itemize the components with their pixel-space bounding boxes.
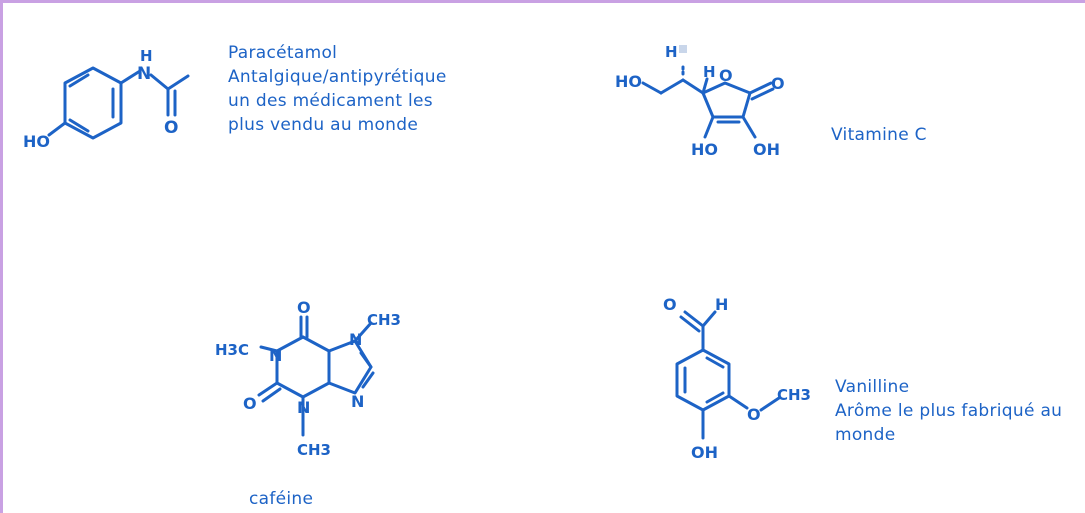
paracetamol-atom-n: N xyxy=(137,64,151,84)
paracetamol-line-3: un des médicament les xyxy=(228,91,433,111)
vanillin-atom-ch3: CH3 xyxy=(777,386,811,404)
vitamin-c-description: Vitamine C xyxy=(831,123,927,147)
vitc-bond-carbonyl2 xyxy=(750,87,775,101)
caffeine-atom-n9: N xyxy=(351,392,364,411)
vanillin-atom-h-ald: H xyxy=(715,295,728,314)
paracetamol-atom-o: O xyxy=(164,118,178,138)
vitc-atom-h2: H xyxy=(703,63,716,81)
paracetamol-bond-ho xyxy=(47,121,67,137)
vitc-atom-ring-o: O xyxy=(719,66,733,85)
paracetamol-line-2: Antalgique/antipyrétique xyxy=(228,67,447,87)
caffeine-atom-o-top: O xyxy=(297,298,311,317)
vitc-atom-oh-bottom: OH xyxy=(753,140,780,159)
vanillin-bond-ether xyxy=(727,394,749,410)
caffeine-atom-n7: N xyxy=(349,330,362,349)
vitc-atom-ho-left: HO xyxy=(615,72,642,91)
caffeine-bond-ch3-top xyxy=(353,321,373,343)
caffeine-name: caféine xyxy=(249,489,314,509)
vitamin-c-structure: H H O O HO HO OH xyxy=(615,43,785,159)
vitamin-c-name: Vitamine C xyxy=(831,125,927,145)
vanillin-bond-ald-o xyxy=(683,310,705,328)
vanillin-line-2: Arôme le plus fabriqué au xyxy=(835,401,1063,421)
caffeine-ring6 xyxy=(275,335,331,399)
caffeine-bond-o-left xyxy=(257,381,279,397)
paracetamol-line-4: plus vendu au monde xyxy=(228,115,419,135)
caffeine-bond-o-left2 xyxy=(261,387,282,403)
paracetamol-ring-double-bond xyxy=(68,118,90,133)
caffeine-atom-n3: N xyxy=(297,398,310,417)
paracetamol-ring-double-bond xyxy=(68,73,90,88)
paracetamol-atom-h: H xyxy=(140,47,153,65)
vitc-bond-ch2 xyxy=(659,78,685,95)
paracetamol-structure: H N O HO xyxy=(23,47,190,151)
vanillin-description: Vanilline Arôme le plus fabriqué au mond… xyxy=(835,375,1062,447)
caffeine-atom-o-left: O xyxy=(243,394,257,413)
paracetamol-bond-nc xyxy=(149,73,170,91)
vitc-bond-oh-right xyxy=(741,115,757,139)
caffeine-structure: O CH3 H3C N N N N O CH3 xyxy=(215,298,401,459)
vitc-atom-ho-bottom: HO xyxy=(691,140,718,159)
caffeine-atom-ch3-top: CH3 xyxy=(367,311,401,329)
vitc-bond-c5 xyxy=(681,78,705,95)
vitc-ring xyxy=(701,81,752,119)
vanillin-atom-o-ether: O xyxy=(747,405,761,424)
vitc-bond-carbonyl xyxy=(748,81,773,95)
paracetamol-atom-ho: HO xyxy=(23,132,50,151)
vanillin-bond-ald-h xyxy=(701,310,717,328)
vanillin-line-3: monde xyxy=(835,425,896,445)
caffeine-atom-n1: N xyxy=(269,346,282,365)
vitc-bond-oh-left xyxy=(703,115,715,139)
caffeine-bond-h3c xyxy=(259,345,279,353)
caffeine-description: caféine xyxy=(249,487,313,511)
vitc-atom-carbonyl-o: O xyxy=(771,74,785,93)
vanillin-name: Vanilline xyxy=(835,377,910,397)
vanillin-structure: O H O CH3 OH xyxy=(663,295,811,462)
caffeine-ring5-double xyxy=(359,351,373,369)
paracetamol-bond-n xyxy=(119,69,142,85)
vanillin-bond-ald-o2 xyxy=(679,315,701,333)
vitc-bond-ho xyxy=(641,81,663,95)
vanillin-ring-double xyxy=(705,391,725,404)
paracetamol-bond-methyl xyxy=(166,74,190,91)
caffeine-atom-h3c: H3C xyxy=(215,341,249,359)
caffeine-atom-ch3-bottom: CH3 xyxy=(297,441,331,459)
vanillin-atom-oh: OH xyxy=(691,443,718,462)
vitc-atom-h1: H xyxy=(665,43,678,61)
vanillin-ring-double xyxy=(705,356,725,369)
vanillin-atom-o-ald: O xyxy=(663,295,677,314)
vanillin-bond-ether-c xyxy=(759,396,781,412)
vitc-bond-h2 xyxy=(701,77,709,95)
caffeine-ring5-double2 xyxy=(361,371,375,389)
vitc-highlight xyxy=(679,45,687,53)
paracetamol-name: Paracétamol xyxy=(228,43,338,63)
paracetamol-description: Paracétamol Antalgique/antipyrétique un … xyxy=(228,41,447,137)
